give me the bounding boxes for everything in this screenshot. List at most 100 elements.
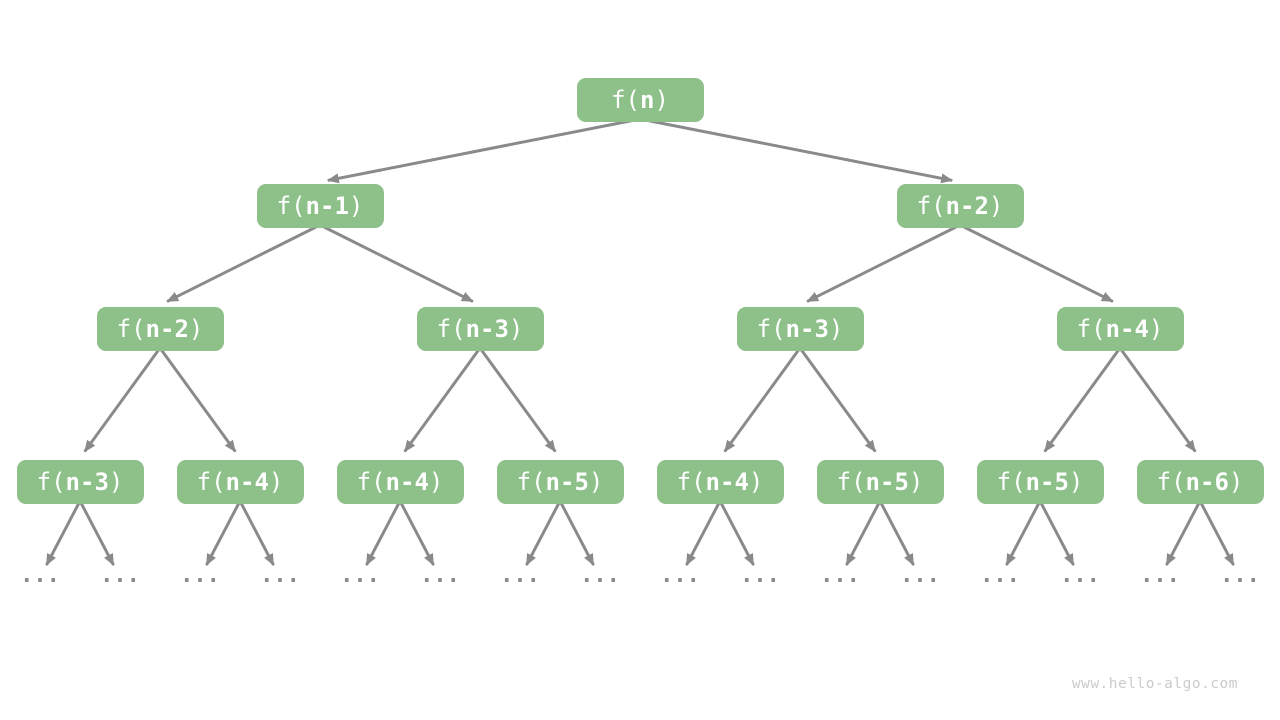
node-label-post: ): [348, 192, 364, 220]
node-label-pre: f(: [356, 468, 386, 496]
tree-node-l2-3: f(n-4): [1056, 307, 1184, 351]
node-label-pre: f(: [836, 468, 866, 496]
node-label-pre: f(: [1156, 468, 1186, 496]
tree-node-l3-3: f(n-5): [496, 460, 624, 504]
edge-arrow: [959, 223, 1114, 303]
leaf-ellipsis: ...: [340, 563, 380, 588]
node-label-pre: f(: [276, 192, 306, 220]
tree-node-l2-2: f(n-3): [736, 307, 864, 351]
edge-arrow: [1118, 347, 1197, 453]
edge-arrow: [205, 500, 242, 566]
edge-arrow: [478, 347, 557, 453]
tree-node-l2-1: f(n-3): [416, 307, 544, 351]
tree-node-l0-0: f(n): [576, 78, 704, 122]
leaf-ellipsis: ...: [980, 563, 1020, 588]
leaf-ellipsis: ...: [820, 563, 860, 588]
edge-arrow: [158, 347, 237, 453]
edge-arrow: [525, 500, 562, 566]
node-label-mid: n-5: [1025, 468, 1069, 496]
node-label-post: ): [1228, 468, 1244, 496]
edge-arrow: [83, 347, 162, 453]
leaf-ellipsis: ...: [260, 563, 300, 588]
tree-node-l3-5: f(n-5): [816, 460, 944, 504]
node-label-mid: n-1: [305, 192, 349, 220]
edge-arrow: [1198, 500, 1235, 566]
tree-node-l3-0: f(n-3): [16, 460, 144, 504]
edge-arrow: [558, 500, 595, 566]
watermark-text: www.hello-algo.com: [1071, 676, 1238, 692]
node-label-mid: n-3: [65, 468, 109, 496]
node-label-pre: f(: [196, 468, 226, 496]
edge-arrow: [685, 500, 722, 566]
node-label-pre: f(: [756, 315, 786, 343]
tree-node-l3-1: f(n-4): [176, 460, 304, 504]
node-label-mid: n-2: [145, 315, 189, 343]
leaf-ellipsis: ...: [740, 563, 780, 588]
node-label-mid: n-4: [705, 468, 749, 496]
edge-arrow: [718, 500, 755, 566]
edge-arrow: [1165, 500, 1202, 566]
node-label-mid: n-5: [545, 468, 589, 496]
node-label-mid: n-6: [1185, 468, 1229, 496]
node-label-mid: n-5: [865, 468, 909, 496]
edge-arrow: [45, 500, 82, 566]
node-label-post: ): [268, 468, 284, 496]
edge-arrow: [639, 117, 954, 184]
node-label-pre: f(: [116, 315, 146, 343]
leaf-ellipsis: ...: [420, 563, 460, 588]
leaf-ellipsis: ...: [1060, 563, 1100, 588]
node-label-pre: f(: [611, 86, 640, 114]
edge-arrow: [798, 347, 877, 453]
node-label-mid: n-4: [385, 468, 429, 496]
node-label-mid: n-3: [785, 315, 829, 343]
edge-arrow: [845, 500, 882, 566]
tree-node-l2-0: f(n-2): [96, 307, 224, 351]
node-label-pre: f(: [916, 192, 946, 220]
edge-arrow: [365, 500, 402, 566]
node-label-post: ): [654, 86, 669, 114]
node-label-pre: f(: [1076, 315, 1106, 343]
edge-arrow: [878, 500, 915, 566]
node-label-post: ): [908, 468, 924, 496]
edge-arrow: [319, 223, 474, 303]
node-label-post: ): [428, 468, 444, 496]
node-label-post: ): [108, 468, 124, 496]
leaf-ellipsis: ...: [900, 563, 940, 588]
node-label-pre: f(: [36, 468, 66, 496]
node-label-pre: f(: [436, 315, 466, 343]
leaf-ellipsis: ...: [660, 563, 700, 588]
edge-arrow: [78, 500, 115, 566]
node-label-mid: n-3: [465, 315, 509, 343]
node-label-post: ): [588, 468, 604, 496]
node-label-pre: f(: [676, 468, 706, 496]
edge-arrow: [238, 500, 275, 566]
edge-arrow: [1005, 500, 1042, 566]
edge-arrow: [806, 223, 961, 303]
node-label-mid: n-4: [225, 468, 269, 496]
leaf-ellipsis: ...: [180, 563, 220, 588]
node-label-post: ): [828, 315, 844, 343]
node-label-post: ): [1068, 468, 1084, 496]
tree-node-l3-2: f(n-4): [336, 460, 464, 504]
node-label-mid: n-4: [1105, 315, 1149, 343]
node-label-mid: n-2: [945, 192, 989, 220]
edge-arrow: [398, 500, 435, 566]
tree-node-l3-7: f(n-6): [1136, 460, 1264, 504]
edge-arrow: [1038, 500, 1075, 566]
tree-node-l3-4: f(n-4): [656, 460, 784, 504]
edge-arrow: [166, 223, 321, 303]
tree-node-l1-1: f(n-2): [896, 184, 1024, 228]
leaf-ellipsis: ...: [100, 563, 140, 588]
tree-node-l1-0: f(n-1): [256, 184, 384, 228]
node-label-pre: f(: [996, 468, 1026, 496]
node-label-mid: n: [640, 86, 655, 114]
leaf-ellipsis: ...: [1140, 563, 1180, 588]
node-label-post: ): [748, 468, 764, 496]
leaf-ellipsis: ...: [20, 563, 60, 588]
node-label-post: ): [508, 315, 524, 343]
node-label-post: ): [1148, 315, 1164, 343]
edge-arrow: [326, 117, 641, 184]
node-label-post: ): [188, 315, 204, 343]
